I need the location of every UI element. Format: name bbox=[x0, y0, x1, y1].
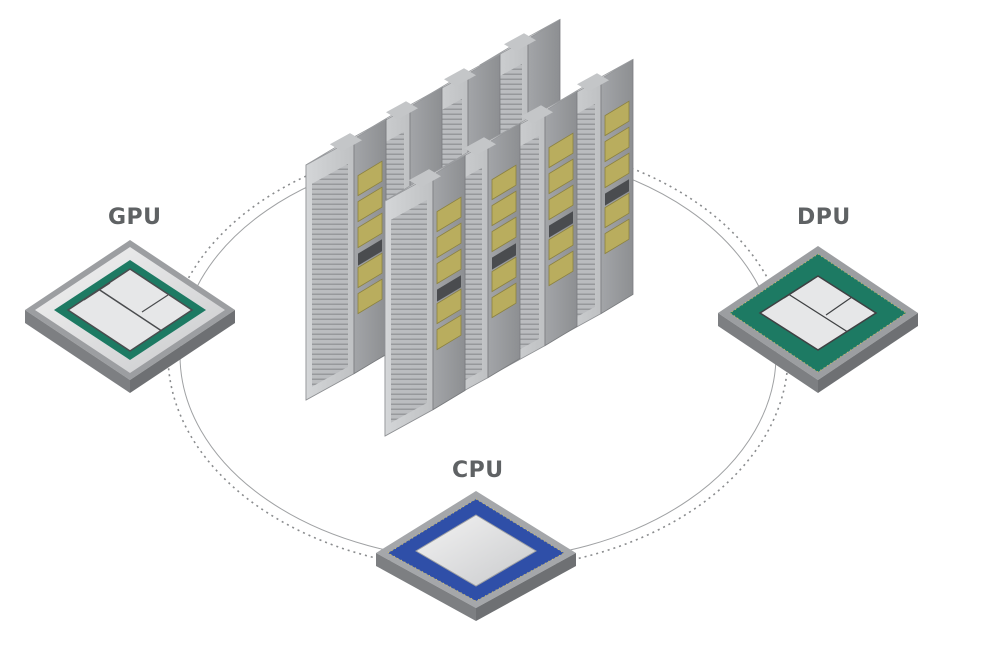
server-rack-front-4-overlay bbox=[384, 154, 466, 437]
server-rack-cluster-icon bbox=[305, 18, 634, 437]
gpu-chip-icon bbox=[25, 240, 235, 393]
cpu-chip-icon bbox=[376, 491, 576, 621]
cpu-label: CPU bbox=[452, 458, 504, 483]
dpu-chip-icon bbox=[718, 246, 918, 393]
server-rack-back-1-overlay bbox=[305, 118, 387, 401]
dpu-label: DPU bbox=[797, 205, 851, 230]
gpu-label: GPU bbox=[108, 205, 162, 230]
